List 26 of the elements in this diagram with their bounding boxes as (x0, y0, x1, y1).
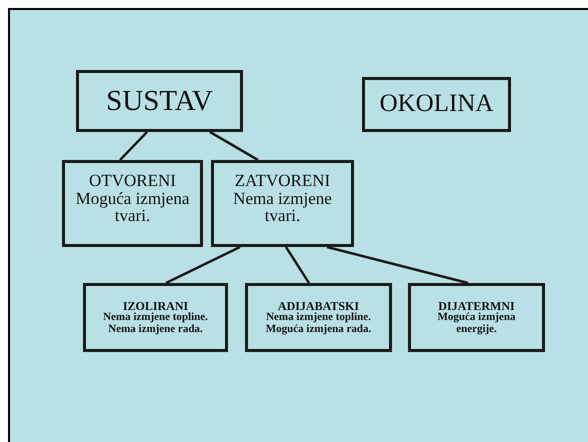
concept-box (62, 160, 203, 247)
box-heading: ADIJABATSKI (278, 300, 360, 312)
concept-box (76, 70, 243, 132)
connector-line (326, 246, 468, 284)
concept-box (245, 283, 392, 352)
box-description: Nema izmjene topline. (103, 312, 208, 324)
connector-line (165, 246, 241, 284)
concept-box (408, 283, 545, 352)
box-heading: ZATVORENI (234, 172, 330, 190)
box-description: Moguća izmjena tvari. (74, 190, 190, 226)
concept-box (83, 283, 228, 352)
concept-box (211, 160, 354, 247)
box-description: Nema izmjene topline. (266, 312, 371, 324)
box-heading: SUSTAV (106, 86, 213, 116)
box-heading: OTVORENI (89, 172, 176, 190)
box-description: Moguća izmjena energije. (436, 312, 516, 336)
box-description: Nema izmjene tvari. (232, 190, 333, 226)
box-heading: DIJATERMNI (438, 300, 515, 312)
connector-line (209, 130, 259, 162)
concept-box (362, 77, 511, 132)
box-heading: OKOLINA (380, 91, 494, 118)
box-description: Nema izmjene rada. (108, 324, 203, 336)
connector-line (284, 246, 310, 284)
connector-line (119, 131, 148, 161)
box-description: Moguća izmjena rada. (266, 324, 372, 336)
box-heading: IZOLIRANI (122, 300, 188, 312)
